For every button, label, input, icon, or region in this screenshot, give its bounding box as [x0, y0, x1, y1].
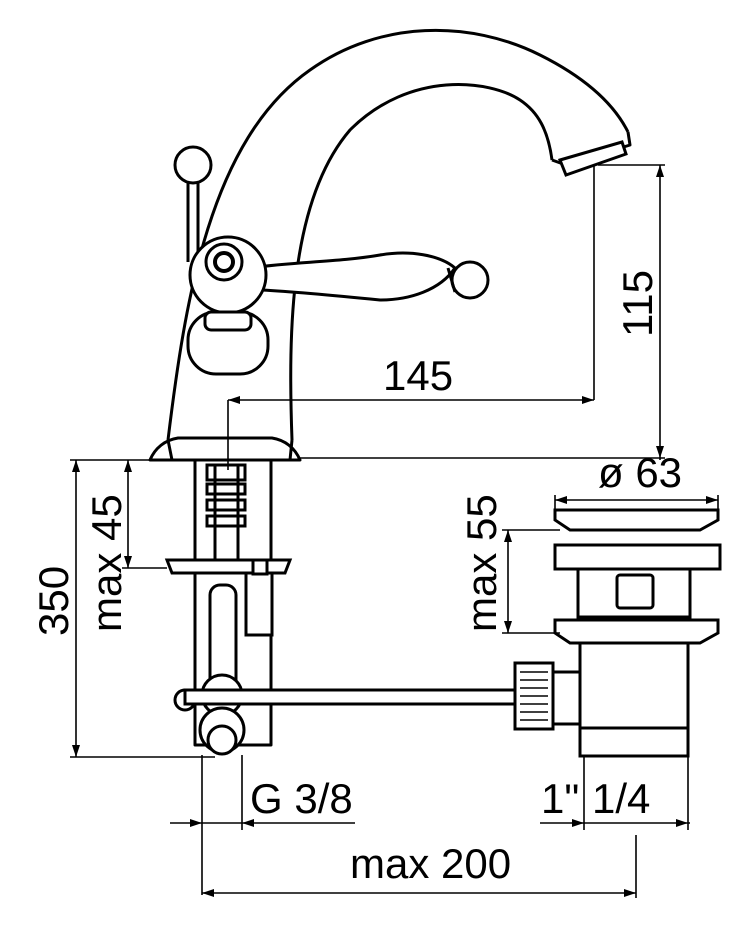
waste-assembly — [513, 508, 722, 758]
dimension-lines — [70, 164, 719, 898]
below-deck-assembly — [164, 458, 293, 756]
popup-link-rod — [183, 688, 517, 706]
dim-overall-depth: max 200 — [350, 840, 511, 887]
dim-waste-thread-b: 1/4 — [592, 775, 650, 822]
dim-deck-thickness: max 45 — [83, 494, 130, 632]
dim-waste-thread-a: 1" — [541, 775, 579, 822]
dim-waste-deck-thickness: max 55 — [458, 494, 505, 632]
dim-spout-height: 115 — [614, 270, 661, 337]
dim-spout-reach: 145 — [383, 352, 453, 399]
dim-thread: G 3/8 — [250, 775, 353, 822]
lever-handle — [186, 235, 490, 376]
popup-rod — [173, 145, 213, 262]
dim-waste-diameter: ø 63 — [598, 449, 682, 496]
dim-above-deck-height: 350 — [30, 566, 77, 636]
